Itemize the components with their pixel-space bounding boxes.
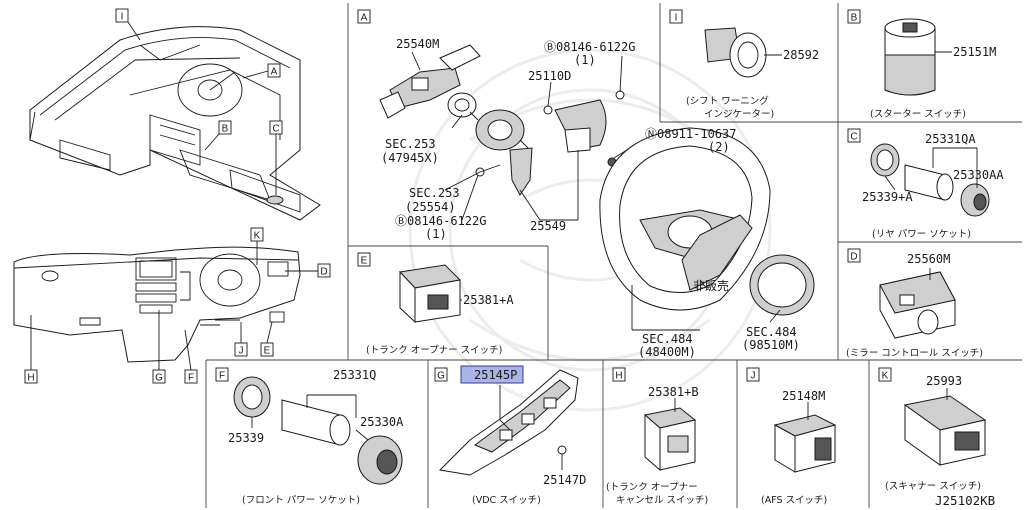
panel-E: E 25381+A (トランク オープナー スイッチ) bbox=[357, 252, 514, 356]
part-25331Q: 25331Q bbox=[333, 368, 376, 382]
part-08911-qty: (2) bbox=[708, 140, 730, 154]
callout-C: C bbox=[272, 124, 279, 135]
panel-I-caption-2: インジケーター) bbox=[704, 109, 774, 120]
panel-K: K 25993 (スキャナー スイッチ) bbox=[878, 367, 987, 492]
not-for-sale-label: 非販売 bbox=[693, 278, 729, 293]
panel-H-caption-1: (トランク オープナー bbox=[606, 482, 698, 493]
callout-F: F bbox=[188, 373, 194, 384]
panel-C-letter: C bbox=[850, 132, 857, 143]
sec253-a: SEC.253 bbox=[385, 137, 436, 151]
sec484-b: SEC.484 bbox=[746, 325, 797, 339]
part-25331QA: 25331QA bbox=[925, 132, 976, 146]
panel-G-letter: G bbox=[437, 371, 445, 382]
panel-E-letter: E bbox=[361, 256, 368, 267]
panel-F-caption: (フロント パワー ソケット) bbox=[242, 495, 360, 506]
part-25381A: 25381+A bbox=[463, 293, 514, 307]
part-25381B: 25381+B bbox=[648, 385, 699, 399]
part-25110D: 25110D bbox=[528, 69, 571, 83]
part-08911: Ⓝ08911-10637 bbox=[645, 127, 736, 141]
panel-D: D 25560M (ミラー コントロール スイッチ) bbox=[846, 248, 983, 359]
part-08146-top-qty: (1) bbox=[574, 53, 596, 67]
part-08146-top: Ⓑ08146-6122G bbox=[544, 40, 635, 54]
callout-G: G bbox=[155, 373, 163, 384]
highlight-25145P bbox=[460, 365, 524, 384]
panel-K-caption: (スキャナー スイッチ) bbox=[885, 481, 981, 492]
panel-C-caption: (リヤ パワー ソケット) bbox=[872, 229, 971, 240]
sec253-b-ref: (25554) bbox=[405, 200, 456, 214]
part-25339: 25339 bbox=[228, 431, 264, 445]
part-28592: 28592 bbox=[783, 48, 819, 62]
diagram-code: J25102KB bbox=[935, 493, 995, 508]
sec484-b-ref: (98510M) bbox=[742, 338, 800, 352]
dashboard-iso-view bbox=[29, 26, 321, 221]
panel-I-letter: I bbox=[675, 13, 678, 24]
panel-H-caption-2: キャンセル スイッチ) bbox=[616, 495, 708, 506]
part-25549: 25549 bbox=[530, 219, 566, 233]
panel-H: H 25381+B (トランク オープナー キャンセル スイッチ) bbox=[606, 367, 708, 506]
sec253-b: SEC.253 bbox=[409, 186, 460, 200]
part-25148M: 25148M bbox=[782, 389, 825, 403]
sec484-a-ref: (48400M) bbox=[638, 345, 696, 359]
part-08146-bottom: Ⓑ08146-6122G bbox=[395, 214, 486, 228]
panel-B-caption: (スターター スイッチ) bbox=[870, 109, 966, 120]
callouts-upper: I A B C bbox=[115, 8, 283, 195]
panel-G: G 25145P 25147D (VDC スイッチ) bbox=[434, 365, 586, 506]
sec484-a: SEC.484 bbox=[642, 332, 693, 346]
dashboard-front-view bbox=[13, 246, 301, 363]
panel-A: A 非 bbox=[357, 9, 815, 359]
callout-K: K bbox=[254, 231, 261, 242]
callout-D: D bbox=[320, 267, 327, 278]
part-25993: 25993 bbox=[926, 374, 962, 388]
panel-D-caption: (ミラー コントロール スイッチ) bbox=[846, 348, 983, 359]
part-08146-bottom-qty: (1) bbox=[425, 227, 447, 241]
callout-E: E bbox=[264, 346, 271, 357]
panel-H-letter: H bbox=[615, 371, 622, 382]
panel-borders bbox=[205, 3, 1022, 508]
callout-H: H bbox=[27, 373, 34, 384]
panel-F-letter: F bbox=[219, 371, 225, 382]
panel-E-caption: (トランク オープナー スイッチ) bbox=[366, 345, 502, 356]
panel-B: B 25151M (スターター スイッチ) bbox=[847, 9, 996, 120]
panel-F: F 25331Q 25330A 25339 (フロント パワー ソケット) bbox=[215, 367, 404, 506]
panel-A-letter: A bbox=[361, 13, 368, 24]
sec253-a-ref: (47945X) bbox=[381, 151, 439, 165]
panel-I: I 28592 (シフト ワーニング インジケーター) bbox=[669, 9, 819, 120]
part-25540M: 25540M bbox=[396, 37, 439, 51]
part-25339A: 25339+A bbox=[862, 190, 913, 204]
part-25330AA: 25330AA bbox=[953, 168, 1004, 182]
part-25145P: 25145P bbox=[474, 368, 517, 382]
panel-I-caption-1: (シフト ワーニング bbox=[686, 95, 769, 107]
panel-J: J 25148M (AFS スイッチ) bbox=[746, 367, 837, 506]
panel-D-letter: D bbox=[850, 252, 857, 263]
part-25560M: 25560M bbox=[907, 252, 950, 266]
panel-J-letter: J bbox=[751, 371, 756, 382]
callout-B: B bbox=[222, 124, 229, 135]
part-25151M: 25151M bbox=[953, 45, 996, 59]
panel-B-letter: B bbox=[851, 13, 858, 24]
part-25330A: 25330A bbox=[360, 415, 404, 429]
callout-J: J bbox=[239, 346, 244, 357]
panel-J-caption: (AFS スイッチ) bbox=[761, 495, 827, 506]
panel-K-letter: K bbox=[882, 371, 889, 382]
panel-G-caption: (VDC スイッチ) bbox=[472, 495, 541, 506]
callouts-lower: K D H G F J E bbox=[24, 227, 331, 384]
panel-C: C 25331QA 25330AA 25339+A (リヤ パワー ソケット) bbox=[847, 128, 1004, 240]
callout-A: A bbox=[271, 67, 278, 78]
callout-I: I bbox=[121, 12, 124, 23]
part-25147D: 25147D bbox=[543, 473, 586, 487]
